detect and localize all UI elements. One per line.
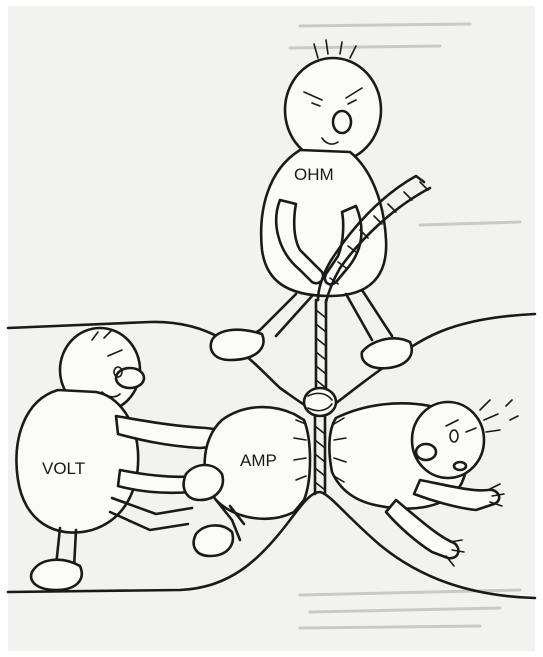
volt-label: VOLT [42, 459, 85, 478]
ohm-label: OHM [294, 165, 334, 184]
amp-label: AMP [240, 451, 277, 470]
